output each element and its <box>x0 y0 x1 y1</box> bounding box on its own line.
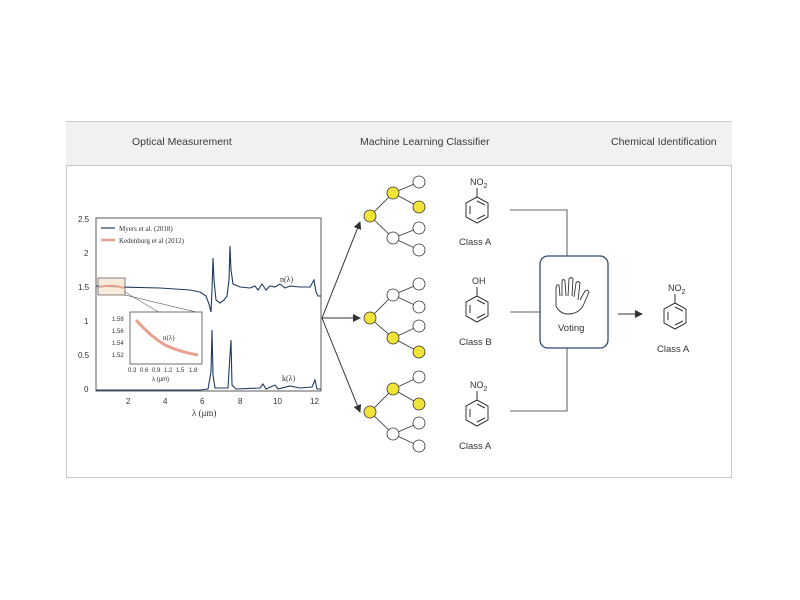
inset-plot: n(λ) 1.58 1.56 1.54 1.52 0.3 0.6 0.9 1.2… <box>112 311 203 383</box>
decision-tree-2 <box>363 277 426 359</box>
arrow-to-tree-3 <box>321 317 362 413</box>
decision-tree-3 <box>363 370 426 453</box>
decision-tree-1 <box>363 175 426 257</box>
inset-y-1-54: 1.54 <box>112 341 124 347</box>
x-tick-12: 12 <box>310 397 319 406</box>
group-mid: OH <box>472 276 486 286</box>
y-tick-2-5: 2.5 <box>78 215 90 224</box>
group-top: NO2 <box>470 177 488 190</box>
header-ml-classifier: Machine Learning Classifier <box>360 136 490 148</box>
spectrum-plot: 2.5 2 1.5 1 0.5 0 2 4 6 8 10 12 λ (μm) M… <box>78 215 322 418</box>
k-curve <box>96 329 321 391</box>
x-axis-label: λ (μm) <box>192 408 216 418</box>
legend-myers: Myers et al. (2018) <box>119 225 173 233</box>
x-tick-6: 6 <box>200 397 205 406</box>
voting-hands-icon <box>555 277 590 315</box>
legend-kedenburg: Kedenburg et al (2012) <box>119 237 185 245</box>
inset-x-0-9: 0.9 <box>152 368 161 374</box>
x-tick-2: 2 <box>126 397 131 406</box>
inset-y-1-52: 1.52 <box>112 353 124 359</box>
class-label-mid: Class B <box>459 337 492 348</box>
molecule-mid <box>465 287 489 323</box>
header-chemical-identification: Chemical Identification <box>611 136 717 148</box>
voting-label: Voting <box>558 323 584 334</box>
k-curve-label: k(λ) <box>282 374 296 383</box>
inset-x-1-8: 1.8 <box>189 368 198 374</box>
inset-x-0-3: 0.3 <box>128 368 137 374</box>
header-bar: Optical Measurement Machine Learning Cla… <box>66 121 732 166</box>
inset-x-0-6: 0.6 <box>140 368 149 374</box>
n-curve <box>95 245 321 313</box>
n-curve-label: n(λ) <box>280 275 294 284</box>
inset-y-1-56: 1.56 <box>112 329 124 335</box>
y-tick-2: 2 <box>84 249 89 258</box>
molecule-top <box>465 188 489 224</box>
y-tick-0-5: 0.5 <box>78 351 90 360</box>
inset-x-1-5: 1.5 <box>176 368 185 374</box>
molecule-bot <box>465 391 489 427</box>
group-result: NO2 <box>668 283 686 296</box>
inset-x-1-2: 1.2 <box>164 368 173 374</box>
x-tick-4: 4 <box>163 397 168 406</box>
vote-connectors <box>510 209 568 412</box>
class-label-top: Class A <box>459 237 492 248</box>
arrow-to-tree-1 <box>321 221 362 319</box>
x-tick-10: 10 <box>273 397 282 406</box>
inset-curve-label: n(λ) <box>163 334 175 342</box>
group-bot: NO2 <box>470 380 488 393</box>
voting-box <box>539 255 609 349</box>
inset-y-1-58: 1.58 <box>112 317 124 323</box>
x-tick-8: 8 <box>238 397 243 406</box>
y-tick-1: 1 <box>84 317 89 326</box>
class-label-result: Class A <box>657 344 690 355</box>
class-label-bot: Class A <box>459 441 492 452</box>
molecule-result <box>663 294 687 330</box>
header-optical-measurement: Optical Measurement <box>132 136 232 148</box>
inset-x-label: λ (μm) <box>152 377 169 383</box>
y-tick-0: 0 <box>84 385 89 394</box>
y-tick-1-5: 1.5 <box>78 283 90 292</box>
